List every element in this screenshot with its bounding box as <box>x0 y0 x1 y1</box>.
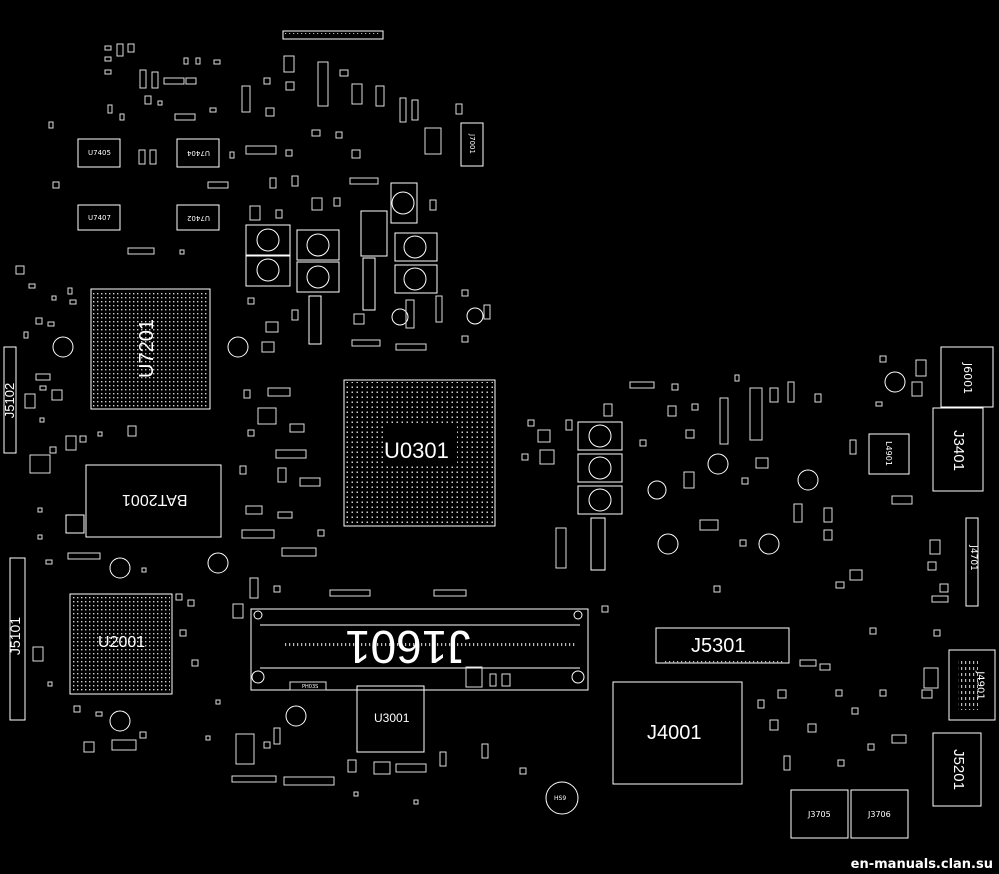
top-connector <box>282 30 384 40</box>
j1601-hole-tl <box>253 610 263 620</box>
chip-u2001-balls <box>72 596 170 692</box>
connector-j5201 <box>932 732 982 807</box>
connector-j3705 <box>790 789 849 839</box>
j1601-pins <box>285 640 575 646</box>
chip-u7405 <box>77 138 121 168</box>
connector-j4701 <box>965 517 979 607</box>
top-connector-pins <box>285 33 381 37</box>
chip-u7402 <box>176 204 220 231</box>
j1601-hole-tr <box>573 610 583 620</box>
small-parts-right <box>521 355 949 771</box>
small-parts-left <box>15 43 277 783</box>
bat-small-part <box>65 514 85 534</box>
battery-bat2001 <box>85 464 222 538</box>
watermark-text: en-manuals.clan.su <box>850 857 993 872</box>
connector-j1601 <box>250 608 589 691</box>
j1601-hole-left <box>251 670 265 684</box>
j1601-hole-right <box>571 670 585 684</box>
chip-u0301-center <box>385 424 457 466</box>
power-inductors <box>245 182 623 571</box>
chip-u7404 <box>176 138 220 168</box>
connector-j4001 <box>612 681 743 785</box>
connector-j5102 <box>3 346 17 454</box>
connector-j7001 <box>460 122 484 167</box>
chip-u0301-outline <box>343 379 496 527</box>
connector-j3401 <box>932 407 984 492</box>
connector-j3706 <box>850 789 909 839</box>
connector-j5101 <box>9 557 26 721</box>
connector-j5301 <box>655 627 790 664</box>
j4901-pins <box>958 660 978 710</box>
inductor-l4901 <box>868 433 910 475</box>
chip-u7201-outline <box>90 288 211 410</box>
j5301-pins <box>664 659 784 663</box>
connector-j6001 <box>940 346 994 408</box>
round-components <box>52 191 906 815</box>
chip-u7201-balls <box>93 291 208 407</box>
connector-j4901 <box>948 649 996 721</box>
small-parts-center <box>232 55 527 805</box>
chip-u2001-outline <box>69 593 173 695</box>
chip-u7407 <box>77 204 121 231</box>
chip-u3001 <box>356 685 425 753</box>
